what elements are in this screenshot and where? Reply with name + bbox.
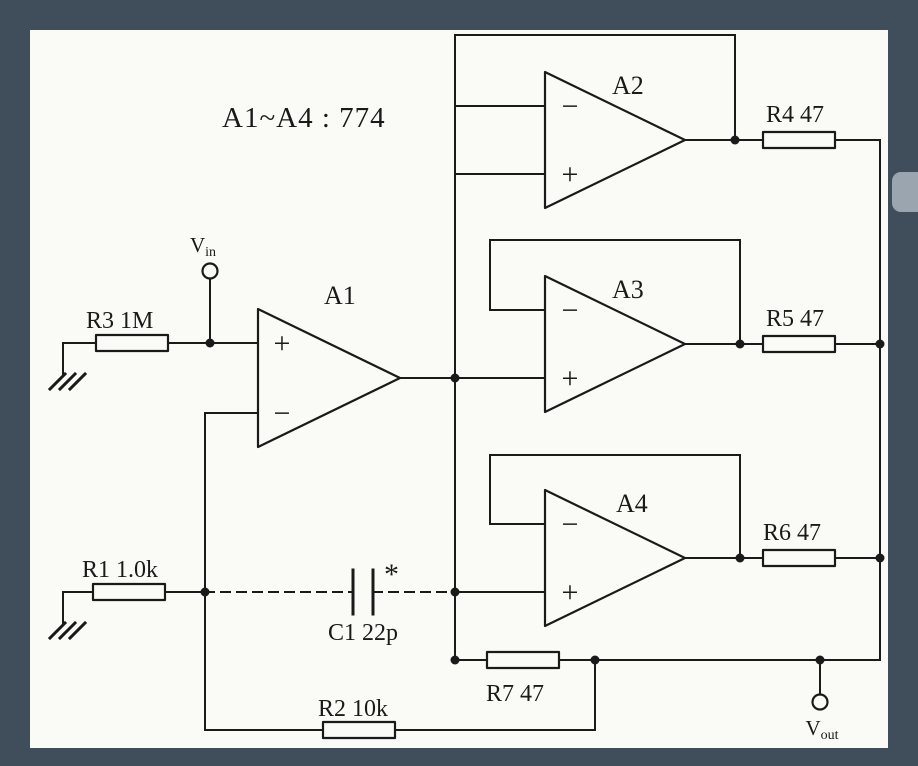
ground-symbol-r1 [47,591,88,641]
wire-a3-feedback [489,239,741,345]
junction-dots [200,135,885,665]
resistor-r1-body [91,582,167,602]
junction-dot [730,135,740,145]
vout-label: Vout [805,716,838,743]
junction-dot [200,587,210,597]
opamp-a1-body [256,307,402,449]
junction-dot [875,339,885,349]
resistor-r5-label: R5 47 [766,306,824,332]
opamp-a4-label: A4 [616,489,648,518]
ground-hatch-icon [47,371,88,392]
resistor-r4-label: R4 47 [766,102,824,128]
resistor-r2-body [321,720,397,740]
opamp-a1: + − A1 [256,281,402,449]
vin-label: Vin [190,233,216,260]
junction-dot [450,373,460,383]
junction-dot [450,587,460,597]
ground-symbol-r3 [47,342,88,392]
opamp-a3-minus-sign: − [562,294,579,327]
junction-dot [590,655,600,665]
vin-terminal: Vin [190,233,219,280]
junction-dot [735,553,745,563]
resistor-r4: R4 47 [761,102,837,150]
junction-dot [205,338,215,348]
resistor-r7: R7 47 [485,650,561,707]
ground-hatch-icon [47,620,88,641]
side-tab [892,172,918,212]
opamp-a2-body [543,70,687,210]
capacitor-c1-plates [351,568,375,616]
resistor-r3: R3 1M [86,308,170,353]
vout-terminal: Vout [805,693,839,743]
opamp-a2-label: A2 [612,71,644,100]
resistor-r5-body [761,334,837,354]
resistor-r6-label: R6 47 [763,520,821,546]
opamp-a2: − + A2 [543,70,687,210]
wire-a1-minus-feedback-loop [204,412,596,731]
schematic-title: A1~A4 : 774 [222,102,386,134]
opamp-a3-plus-sign: + [562,362,579,395]
resistor-r6: R6 47 [761,520,837,568]
wire-a2-feedback [454,34,736,141]
schematic-paper [30,30,888,748]
junction-dot [735,339,745,349]
resistor-r2: R2 10k [318,696,397,740]
opamp-a4: − + A4 [543,488,687,628]
resistor-r1: R1 1.0k [82,557,167,602]
opamp-a3-body [543,274,687,414]
resistor-r7-body [485,650,561,670]
resistor-r2-label: R2 10k [318,696,388,722]
resistor-r7-label: R7 47 [486,681,544,707]
capacitor-c1: * C1 22p [328,558,399,646]
vout-terminal-circle [811,693,829,711]
opamp-a3-label: A3 [612,275,644,304]
resistor-r3-body [94,333,170,353]
opamp-a4-plus-sign: + [562,576,579,609]
opamp-a3: − + A3 [543,274,687,414]
wire-a4-feedback [489,454,741,559]
opamp-a2-minus-sign: − [562,90,579,123]
junction-dot [875,553,885,563]
circuit-wires [62,34,881,731]
opamp-a4-minus-sign: − [562,508,579,541]
resistor-r6-body [761,548,837,568]
vin-terminal-circle [201,262,219,280]
opamp-a1-minus-sign: − [274,397,291,430]
resistor-r4-body [761,130,837,150]
resistor-r1-label: R1 1.0k [82,557,158,583]
capacitor-c1-asterisk: * [384,558,399,591]
junction-dot [450,655,460,665]
resistor-r3-label: R3 1M [86,308,153,334]
capacitor-c1-label: C1 22p [328,620,398,646]
opamp-a1-plus-sign: + [274,327,291,360]
resistor-r5: R5 47 [761,306,837,354]
opamp-a2-plus-sign: + [562,158,579,191]
junction-dot [815,655,825,665]
opamp-a1-label: A1 [324,281,356,310]
opamp-a4-body [543,488,687,628]
